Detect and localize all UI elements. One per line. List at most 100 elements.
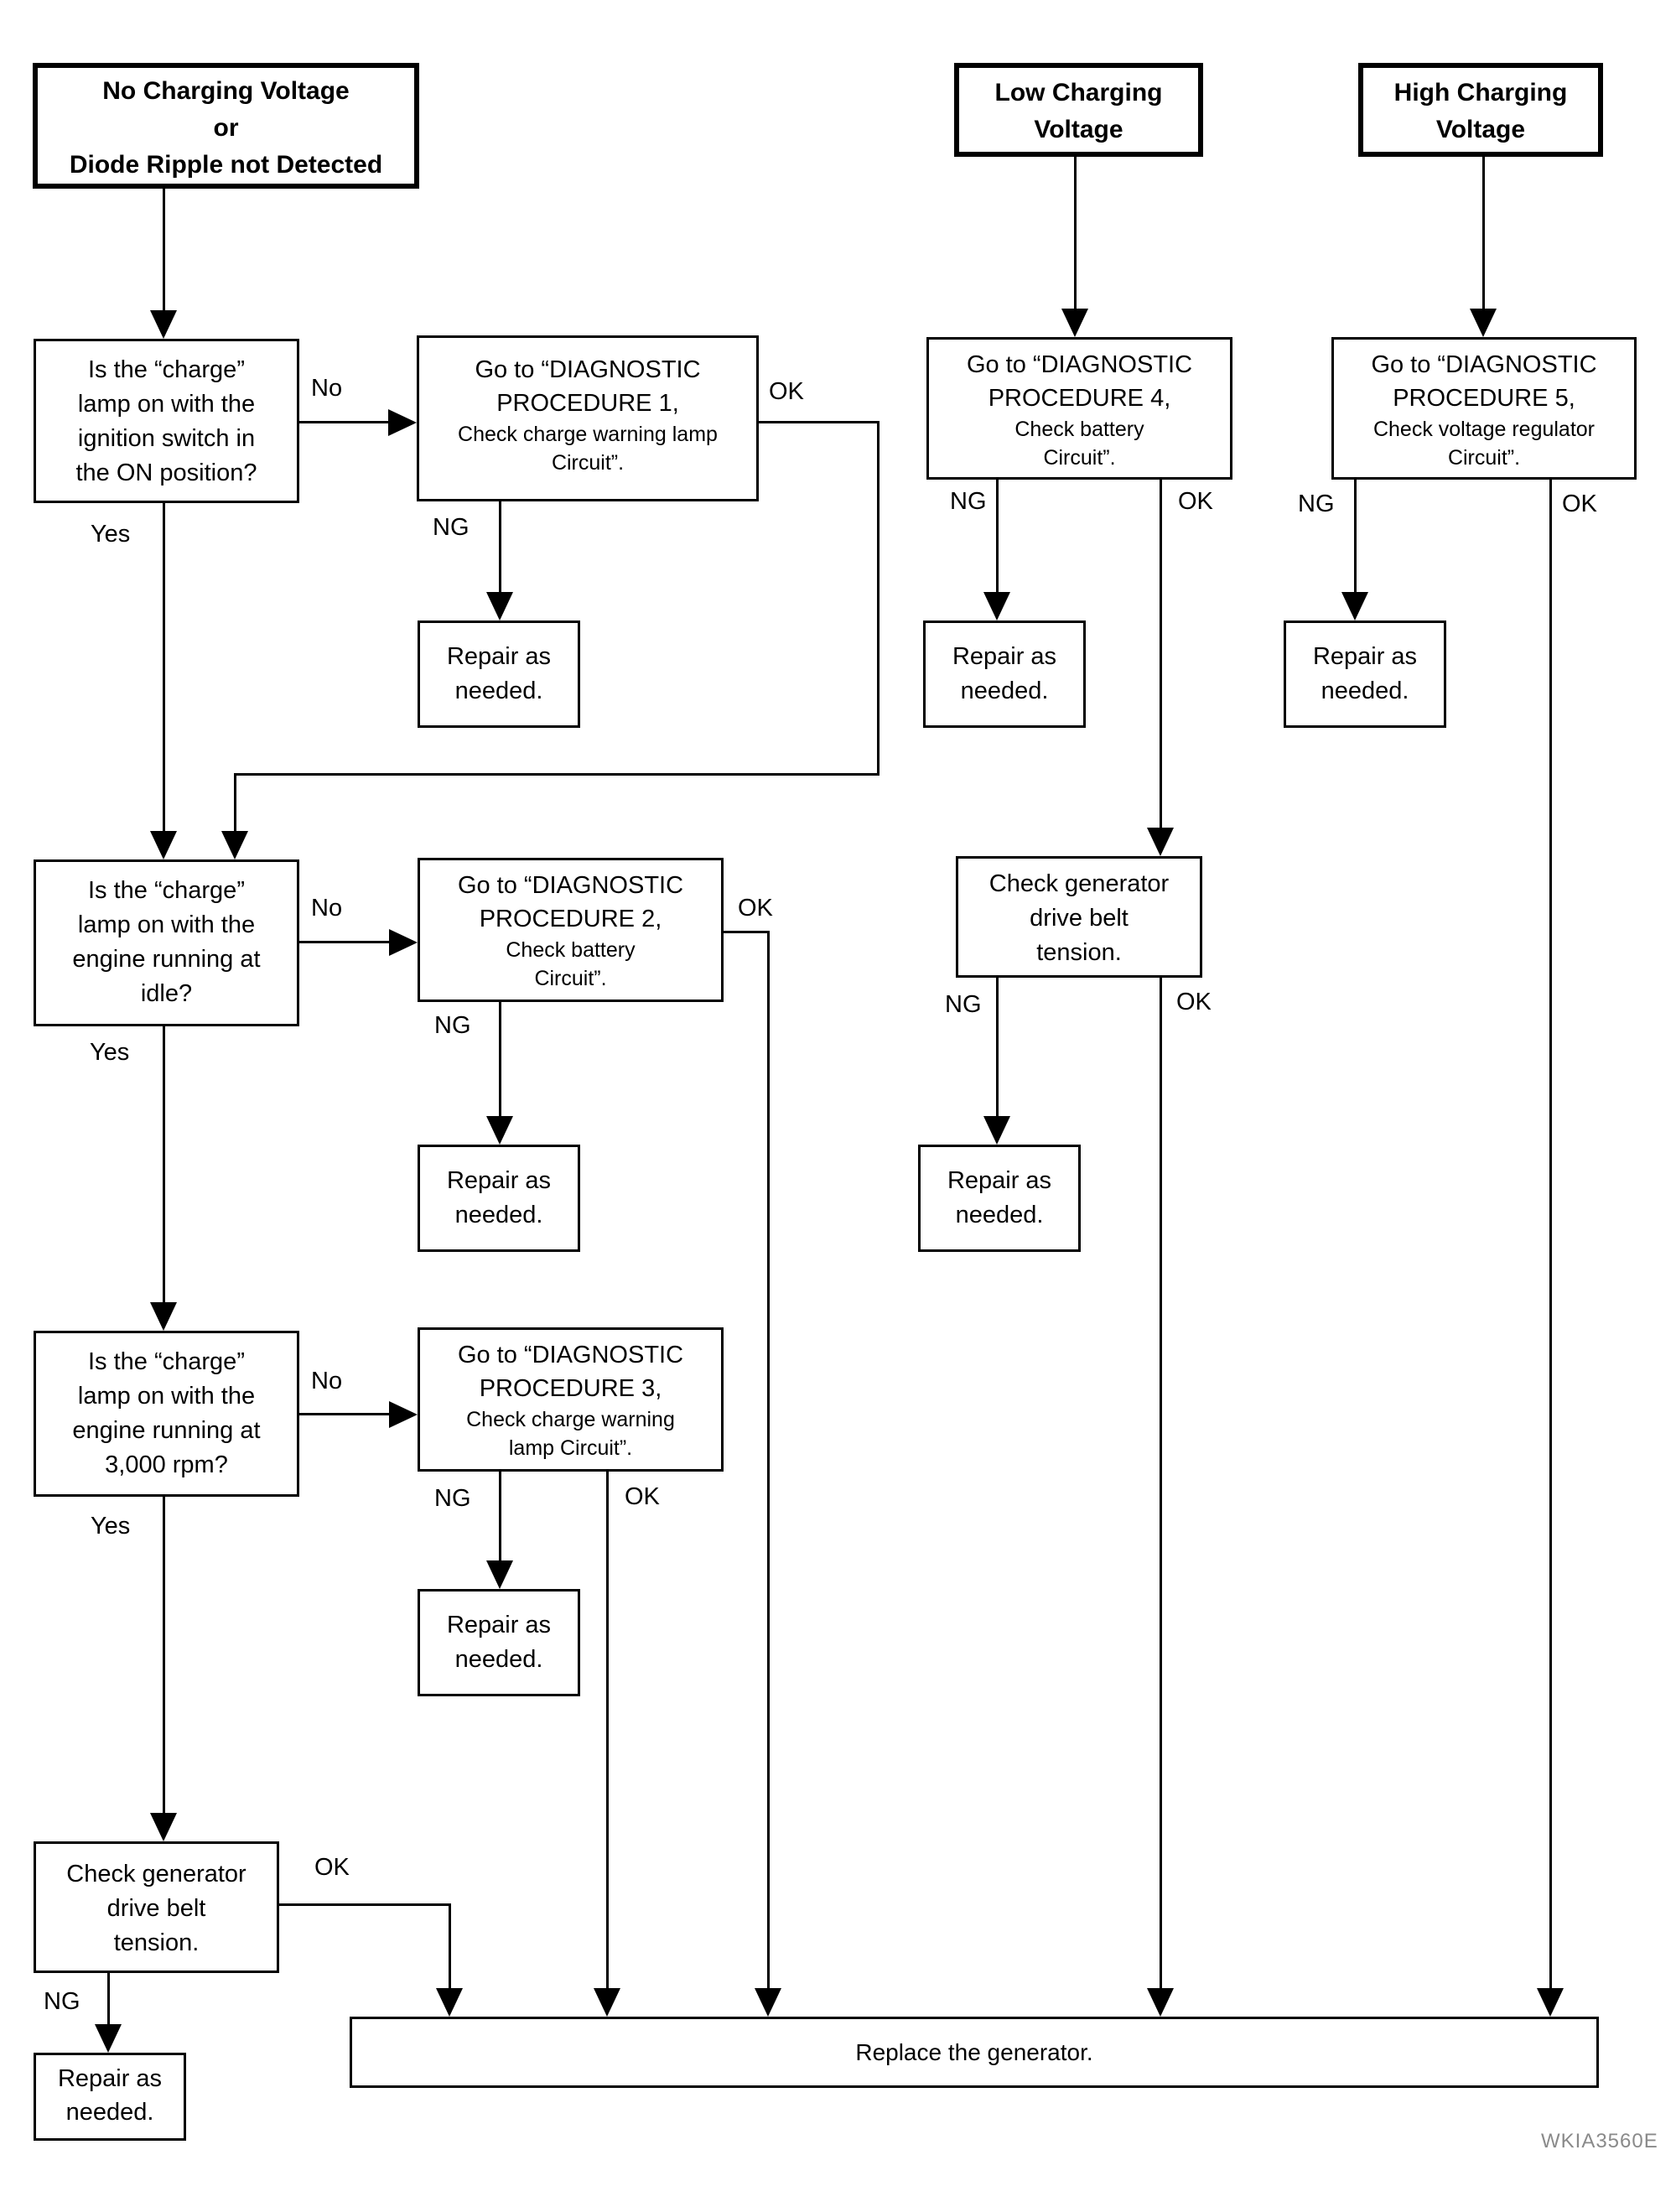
procedure-sub-line: Check battery (1014, 418, 1144, 441)
start-box-high-charging-voltage: High Charging Voltage (1358, 63, 1603, 157)
connector-line (163, 189, 165, 314)
connector-line (1482, 157, 1485, 314)
decision-line: Is the “charge” (88, 877, 245, 904)
edge-label-ng: NG (950, 488, 987, 515)
arrowhead-down (486, 1560, 513, 1589)
repair-line: Repair as (947, 1167, 1052, 1194)
repair-line: needed. (454, 1202, 543, 1228)
arrowhead-down (486, 592, 513, 621)
edge-label-yes: Yes (91, 521, 131, 548)
arrowhead-down (150, 1302, 177, 1331)
connector-line (996, 978, 999, 1120)
process-box-check-belt-tension-right: Check generator drive belt tension. (956, 856, 1202, 978)
arrowhead-down (1147, 1988, 1174, 2017)
edge-label-ok: OK (1176, 989, 1212, 1015)
connector-line (499, 501, 501, 595)
arrowhead-right (388, 409, 417, 436)
decision-line: Is the “charge” (88, 356, 245, 383)
edge-label-ng: NG (434, 1012, 471, 1039)
connector-line (724, 931, 770, 933)
repair-line: needed. (454, 1646, 543, 1673)
start-box-line: or (213, 114, 239, 142)
start-box-line: Low Charging (994, 79, 1163, 106)
edge-label-yes: Yes (91, 1513, 131, 1540)
repair-line: Repair as (57, 2065, 163, 2092)
decision-box-charge-lamp-ignition-on: Is the “charge” lamp on with the ignitio… (34, 339, 299, 503)
arrowhead-down (1341, 592, 1368, 621)
repair-box: Repair as needed. (418, 1145, 580, 1252)
arrowhead-down (150, 310, 177, 339)
start-box-line: Voltage (1034, 116, 1123, 143)
connector-line (163, 1497, 165, 1815)
repair-line: Repair as (952, 643, 1057, 670)
arrowhead-down (95, 2024, 122, 2053)
edge-label-ok: OK (314, 1854, 350, 1881)
procedure-title-line: Go to “DIAGNOSTIC (457, 1342, 684, 1368)
end-box-replace-generator: Replace the generator. (350, 2017, 1599, 2088)
procedure-title-line: PROCEDURE 3, (479, 1375, 662, 1402)
replace-generator-label: Replace the generator. (855, 2039, 1093, 2065)
start-box-line: No Charging Voltage (102, 77, 350, 105)
connector-line (107, 1973, 110, 2028)
repair-box: Repair as needed. (918, 1145, 1081, 1252)
process-box-diagnostic-procedure-5: Go to “DIAGNOSTIC PROCEDURE 5, Check vol… (1331, 337, 1637, 480)
edge-label-yes: Yes (90, 1039, 130, 1066)
process-box-diagnostic-procedure-2: Go to “DIAGNOSTIC PROCEDURE 2, Check bat… (418, 858, 724, 1002)
arrowhead-right (389, 1401, 418, 1428)
start-box-line: High Charging (1393, 79, 1568, 106)
connector-line (996, 480, 999, 597)
belt-line: tension. (113, 1929, 200, 1956)
decision-line: lamp on with the (77, 1383, 256, 1410)
connector-line (299, 1413, 394, 1415)
decision-line: engine running at (72, 946, 261, 973)
repair-line: needed. (65, 2099, 154, 2126)
decision-line: ignition switch in (77, 425, 256, 452)
procedure-title-line: Go to “DIAGNOSTIC (1371, 351, 1597, 378)
procedure-title-line: PROCEDURE 2, (479, 906, 662, 932)
decision-box-charge-lamp-idle: Is the “charge” lamp on with the engine … (34, 859, 299, 1026)
repair-line: Repair as (446, 643, 552, 670)
edge-label-ng: NG (1298, 491, 1335, 517)
arrowhead-down (150, 831, 177, 859)
process-box-diagnostic-procedure-4: Go to “DIAGNOSTIC PROCEDURE 4, Check bat… (926, 337, 1232, 480)
procedure-title-line: Go to “DIAGNOSTIC (457, 872, 684, 899)
belt-line: drive belt (1030, 905, 1129, 932)
edge-label-ok: OK (1178, 488, 1213, 515)
repair-box: Repair as needed. (34, 2053, 186, 2141)
connector-line (759, 421, 880, 423)
procedure-sub-line: lamp Circuit”. (508, 1436, 633, 1460)
procedure-sub-line: Circuit”. (1043, 446, 1116, 470)
repair-box: Repair as needed. (418, 1589, 580, 1696)
repair-line: needed. (1321, 678, 1409, 704)
edge-label-ok: OK (625, 1483, 660, 1510)
start-box-no-charging-voltage: No Charging Voltage or Diode Ripple not … (33, 63, 419, 189)
connector-line (767, 932, 770, 1993)
procedure-sub-line: Check charge warning (466, 1408, 675, 1431)
arrowhead-down (1061, 309, 1088, 337)
arrowhead-down (755, 1988, 781, 2017)
procedure-title-line: Go to “DIAGNOSTIC (475, 356, 701, 383)
decision-line: idle? (140, 980, 193, 1007)
connector-line (499, 1472, 501, 1564)
process-box-check-belt-tension-left: Check generator drive belt tension. (34, 1841, 279, 1973)
edge-label-ng: NG (434, 1485, 471, 1512)
procedure-sub-line: Circuit”. (534, 967, 607, 990)
arrowhead-down (594, 1988, 620, 2017)
belt-line: drive belt (106, 1895, 206, 1922)
connector-line (1160, 480, 1162, 830)
start-box-low-charging-voltage: Low Charging Voltage (954, 63, 1203, 157)
arrowhead-down (436, 1988, 463, 2017)
repair-line: Repair as (446, 1167, 552, 1194)
procedure-title-line: PROCEDURE 4, (988, 385, 1171, 412)
procedure-sub-line: Check battery (506, 938, 636, 962)
procedure-title-line: Go to “DIAGNOSTIC (966, 351, 1193, 378)
connector-line (234, 773, 236, 834)
edge-label-ng: NG (44, 1988, 80, 2015)
connector-line (606, 1472, 609, 1993)
decision-box-charge-lamp-3000rpm: Is the “charge” lamp on with the engine … (34, 1331, 299, 1497)
connector-line (279, 1903, 451, 1906)
arrowhead-right (389, 929, 418, 956)
procedure-sub-line: Check voltage regulator (1372, 418, 1596, 441)
repair-line: needed. (454, 678, 543, 704)
edge-label-no: No (311, 1368, 343, 1394)
